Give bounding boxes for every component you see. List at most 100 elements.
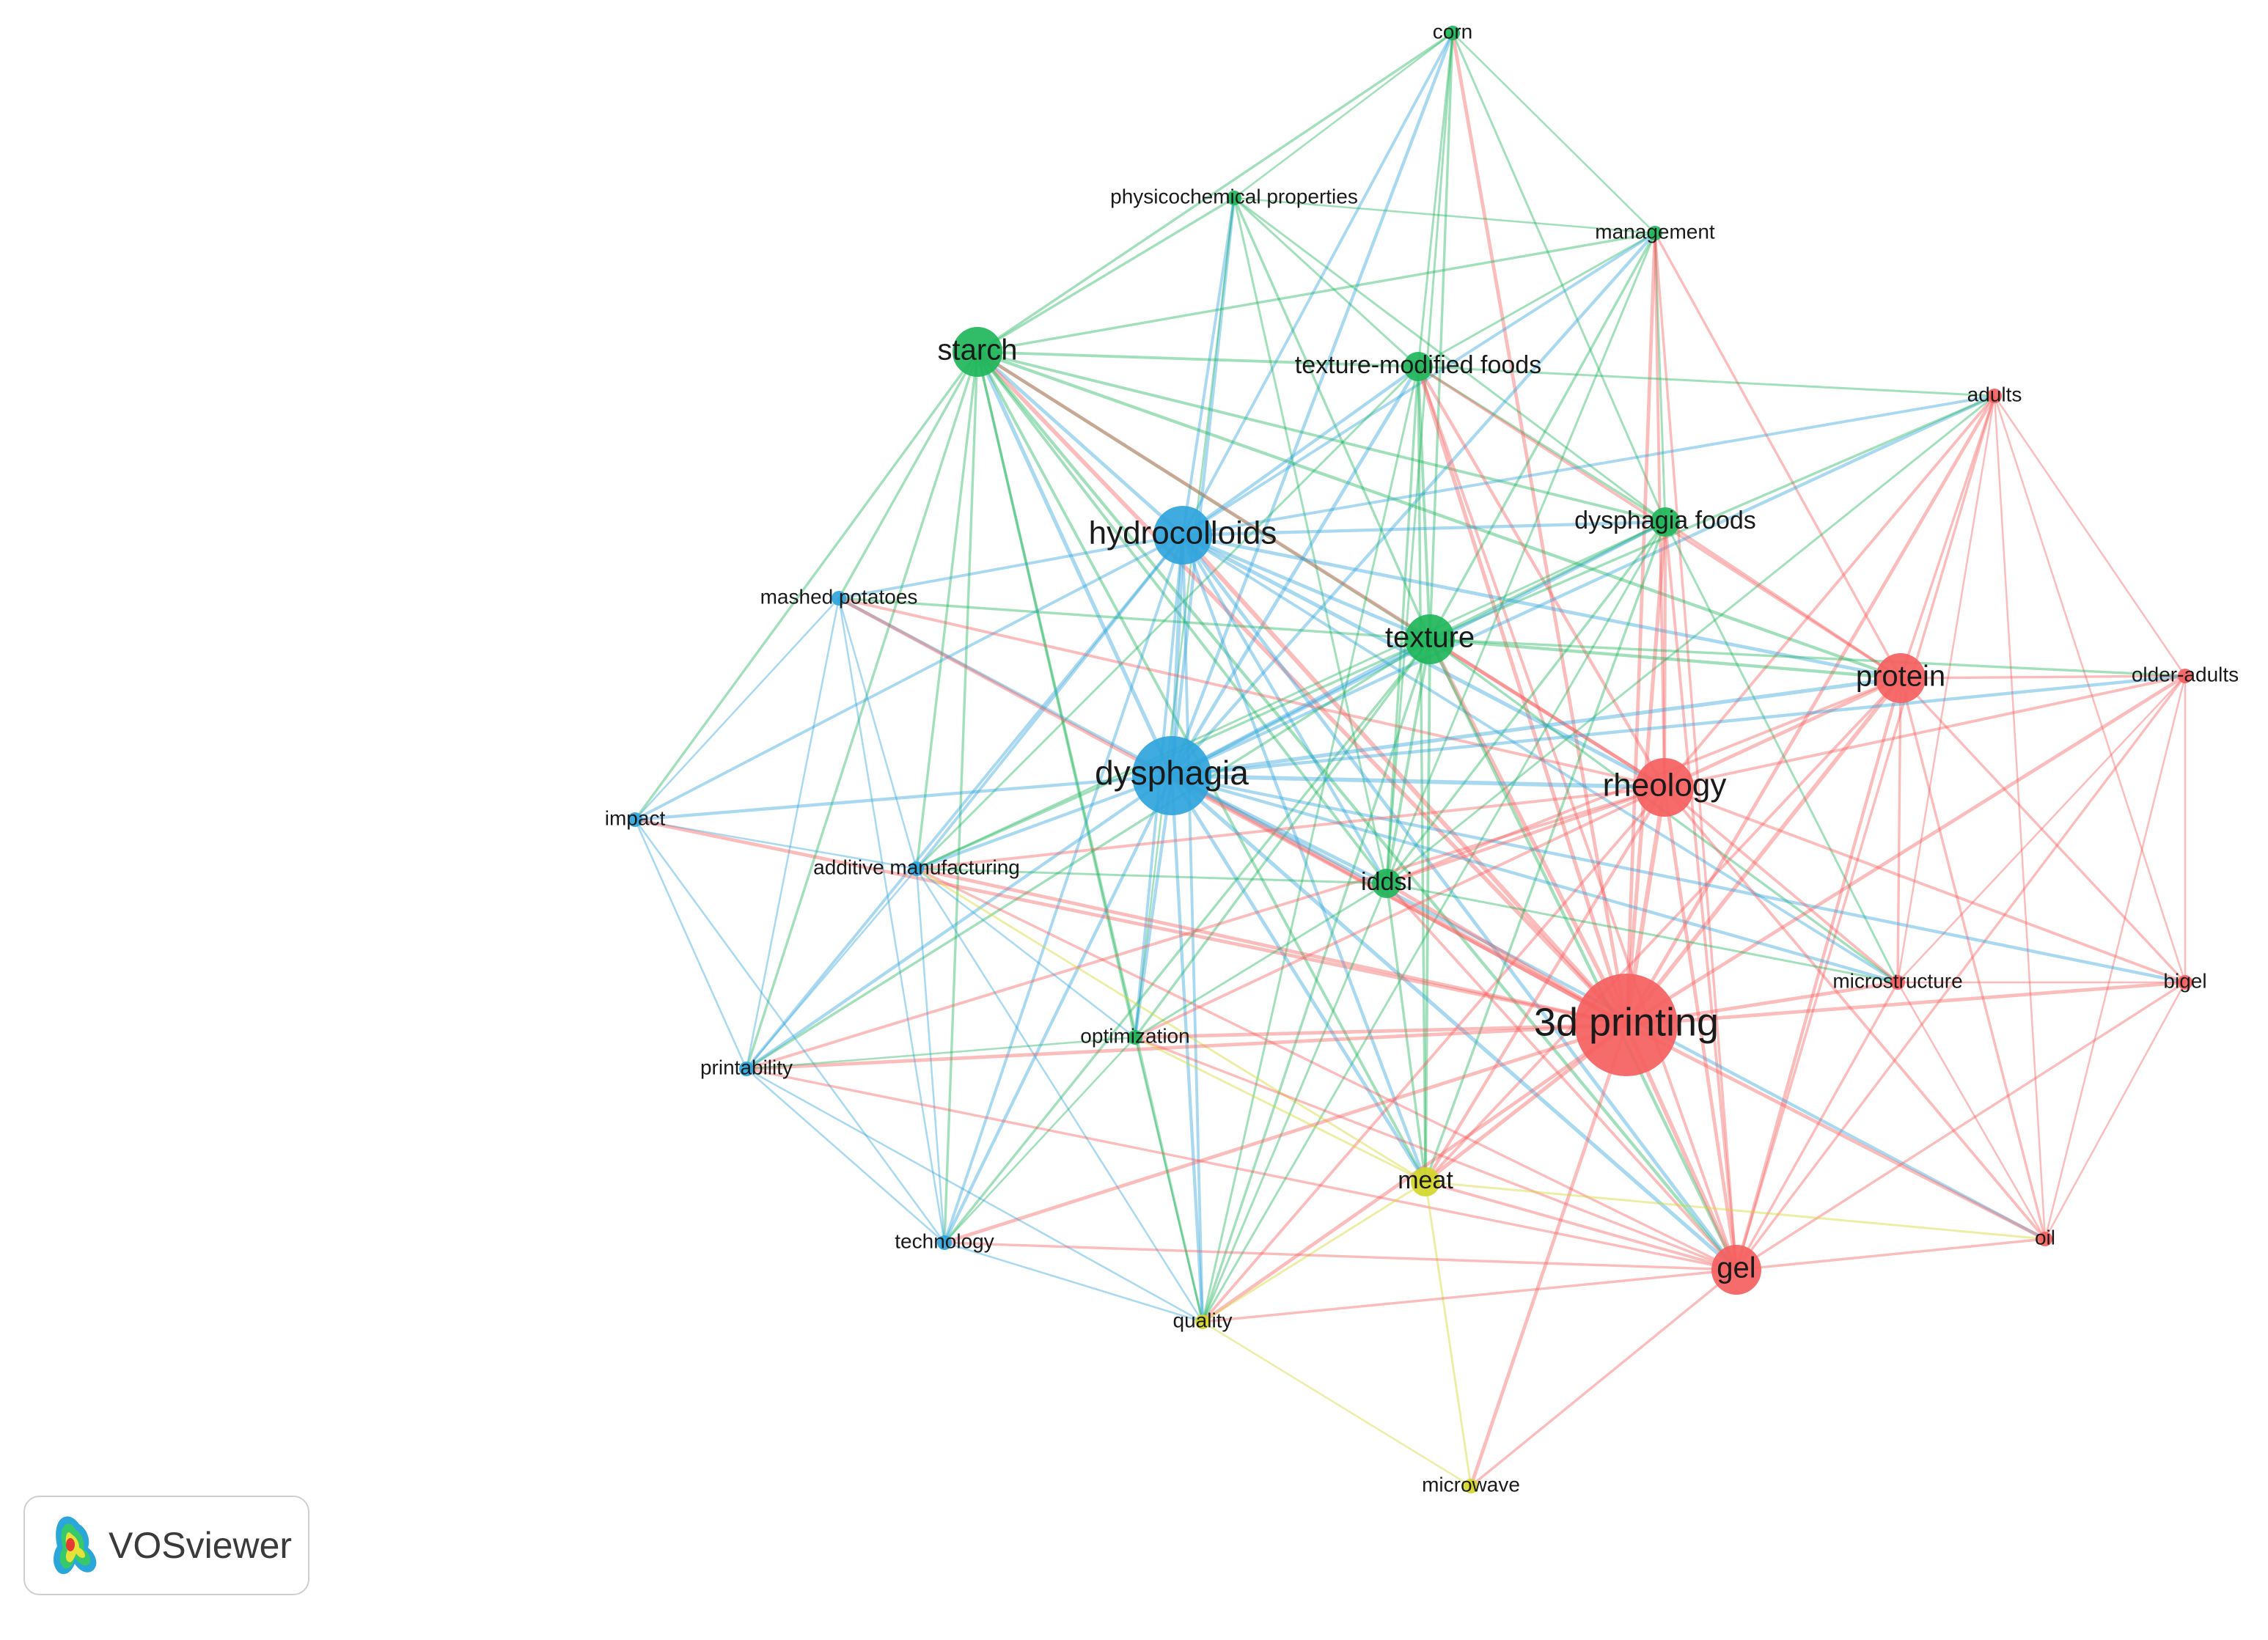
link-microstructure-oil: [1896, 982, 2047, 1240]
link-mashed-potatoes-3d-printing: [837, 596, 1628, 1027]
link-iddsi-meat: [1385, 883, 1427, 1183]
node-microstructure[interactable]: [1890, 975, 1905, 990]
link-management-iddsi: [1385, 232, 1656, 884]
link-physicochemical-properties-dysphagia: [1170, 197, 1236, 776]
node-3d-printing[interactable]: [1575, 974, 1678, 1076]
link-texture-modified-foods-3d-printing: [1416, 366, 1629, 1026]
node-texture-modified-foods[interactable]: [1403, 352, 1433, 381]
link-texture-rheology: [1428, 637, 1666, 790]
node-microwave[interactable]: [1464, 1479, 1478, 1493]
vosviewer-heatmap-icon: [54, 1516, 97, 1575]
node-dysphagia-foods[interactable]: [1651, 507, 1680, 537]
node-mashed-potatoes[interactable]: [832, 591, 846, 606]
link-dysphagia-quality: [1170, 775, 1205, 1323]
link-corn-iddsi: [1385, 32, 1454, 884]
node-meat[interactable]: [1411, 1167, 1440, 1196]
node-texture[interactable]: [1405, 614, 1455, 664]
node-oil[interactable]: [2038, 1232, 2052, 1246]
link-dysphagia-additive-manufacturing: [916, 773, 1172, 871]
link-texture-technology: [943, 638, 1431, 1244]
link-mashed-potatoes-impact: [634, 597, 840, 820]
label-mashed-potatoes: mashed potatoes: [760, 585, 918, 608]
link-texture-modified-foods-gel: [1417, 366, 1738, 1271]
node-management[interactable]: [1648, 226, 1662, 240]
label-oil: oil: [2035, 1226, 2055, 1249]
node-additive-manufacturing[interactable]: [909, 861, 924, 876]
node-bigel[interactable]: [2178, 975, 2192, 990]
link-physicochemical-properties-dysphagia-foods: [1233, 196, 1666, 523]
link-dysphagia-foods-quality: [1201, 521, 1667, 1323]
link-texture-modified-foods-additive-manufacturing: [915, 365, 1420, 870]
link-texture-meat: [1424, 639, 1431, 1183]
link-starch-iddsi: [976, 350, 1388, 885]
node-quality[interactable]: [1195, 1314, 1210, 1329]
link-management-dysphagia: [1170, 232, 1656, 777]
node-physicochemical-properties[interactable]: [1227, 191, 1241, 205]
label-quality: quality: [1173, 1309, 1233, 1331]
node-technology[interactable]: [937, 1235, 952, 1250]
node-printability[interactable]: [739, 1062, 754, 1076]
link-3d-printing-technology: [944, 1023, 1627, 1245]
link-hydrocolloids-dysphagia-foods: [1182, 520, 1666, 537]
link-dysphagia-impact: [634, 773, 1172, 822]
link-older-adults-microstructure: [1897, 675, 2186, 983]
node-older-adults[interactable]: [2178, 669, 2192, 683]
link-adults-oil: [1993, 395, 2047, 1240]
link-mashed-potatoes-printability: [745, 597, 840, 1070]
link-texture-3d-printing: [1428, 638, 1629, 1026]
node-protein[interactable]: [1876, 653, 1926, 703]
link-texture-gel: [1428, 639, 1738, 1271]
node-gel[interactable]: [1711, 1245, 1761, 1295]
link-impact-additive-manufacturing: [634, 818, 917, 870]
label-bigel: bigel: [2163, 969, 2206, 992]
link-adults-protein: [1899, 395, 1996, 679]
link-texture-modified-foods-dysphagia: [1170, 365, 1420, 777]
link-texture-modified-foods-dysphagia-foods: [1417, 365, 1666, 523]
link-rheology-additive-manufacturing: [916, 786, 1665, 870]
link-additive-manufacturing-optimization: [916, 868, 1136, 1038]
node-optimization[interactable]: [1128, 1030, 1142, 1045]
link-adults-microstructure: [1896, 395, 1996, 983]
label-3d-printing: 3d printing: [1534, 1000, 1719, 1044]
link-corn-texture: [1428, 32, 1454, 640]
label-meat: meat: [1398, 1166, 1453, 1194]
node-corn[interactable]: [1445, 26, 1460, 40]
label-microstructure: microstructure: [1832, 969, 1962, 992]
link-texture-modified-foods-hydrocolloids: [1181, 365, 1420, 537]
link-rheology-optimization: [1134, 786, 1665, 1039]
link-dysphagia-foods-meat: [1424, 521, 1667, 1183]
node-dysphagia[interactable]: [1132, 736, 1211, 815]
node-adults[interactable]: [1987, 389, 2002, 403]
link-corn-management: [1452, 32, 1656, 234]
link-additive-manufacturing-gel: [916, 867, 1737, 1271]
link-texture-modified-foods-meat: [1417, 366, 1427, 1183]
link-protein-gel: [1734, 677, 1903, 1271]
link-rheology-gel: [1662, 787, 1739, 1271]
link-management-gel: [1654, 232, 1738, 1271]
link-iddsi-optimization: [1134, 882, 1387, 1039]
link-dysphagia-foods-protein: [1664, 521, 1902, 680]
node-iddsi[interactable]: [1372, 869, 1401, 898]
label-texture-modified-foods: texture-modified foods: [1295, 351, 1541, 379]
link-rheology-bigel: [1664, 786, 2186, 984]
link-additive-manufacturing-meat: [916, 867, 1426, 1183]
link-starch-protein: [977, 350, 1901, 680]
link-oil-gel: [1736, 1238, 2046, 1271]
label-gel: gel: [1717, 1252, 1755, 1284]
logo-text: VOSviewer: [109, 1525, 293, 1566]
node-starch[interactable]: [953, 327, 1002, 377]
link-printability-technology: [746, 1068, 945, 1243]
label-management: management: [1595, 220, 1715, 243]
node-hydrocolloids[interactable]: [1153, 506, 1212, 565]
link-hydrocolloids-iddsi: [1181, 534, 1388, 885]
link-management-dysphagia-foods: [1654, 232, 1667, 523]
label-corn: corn: [1433, 20, 1472, 43]
node-rheology[interactable]: [1635, 758, 1694, 817]
link-corn-starch: [977, 32, 1453, 353]
link-adults-hydrocolloids: [1182, 394, 1995, 537]
link-older-adults-rheology: [1664, 674, 2186, 789]
link-texture-modified-foods-rheology: [1417, 365, 1666, 789]
node-impact[interactable]: [628, 812, 642, 827]
link-meat-gel: [1425, 1180, 1737, 1271]
